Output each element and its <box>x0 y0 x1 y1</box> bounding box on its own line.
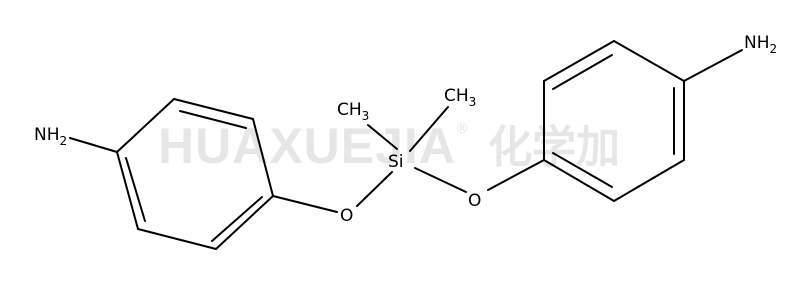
watermark-brand: HUAXUEJIA <box>158 118 456 174</box>
bond-si-ch3-left <box>367 124 398 150</box>
bond-inner <box>179 110 247 129</box>
atom-labels: NH2 O Si O CH3 CH3 NH2 <box>34 33 777 226</box>
atom-ch3-right: CH3 <box>444 86 476 109</box>
bond <box>613 159 685 202</box>
bond <box>137 228 217 250</box>
watermark-cjk: 化学加 <box>488 122 620 173</box>
watermark: HUAXUEJIA ® 化学加 <box>158 118 620 174</box>
bond <box>613 40 685 82</box>
bond <box>116 151 139 230</box>
watermark-registered-mark: ® <box>455 121 469 137</box>
bond-o-ring-right <box>487 159 545 191</box>
bond <box>215 195 274 250</box>
atom-nh2-left: NH2 <box>34 125 67 148</box>
left-benzene-ring <box>116 98 274 250</box>
bond <box>173 98 254 120</box>
bond-inner <box>552 54 613 90</box>
bond-ring-o-left <box>272 195 338 213</box>
substituent-bonds <box>69 49 743 213</box>
atom-nh2-right: NH2 <box>744 33 777 56</box>
bond <box>252 118 274 197</box>
bond-si-ch3-right <box>409 106 449 152</box>
bond-si-o-right <box>414 167 467 193</box>
bond-nh2-left <box>69 137 118 153</box>
bond <box>543 40 615 82</box>
bond-o-si-left <box>356 171 393 207</box>
atom-ch3-left: CH3 <box>337 100 369 123</box>
bond <box>543 159 615 202</box>
bond-inner <box>552 152 613 188</box>
bond <box>116 98 175 153</box>
atom-silicon: Si <box>388 152 404 172</box>
bond-inner <box>211 196 263 242</box>
bond-nh2-right <box>683 49 743 82</box>
atom-oxygen-right: O <box>468 191 481 211</box>
atom-oxygen-left: O <box>340 206 353 226</box>
right-benzene-ring <box>543 40 685 202</box>
bond-inner <box>125 157 146 222</box>
